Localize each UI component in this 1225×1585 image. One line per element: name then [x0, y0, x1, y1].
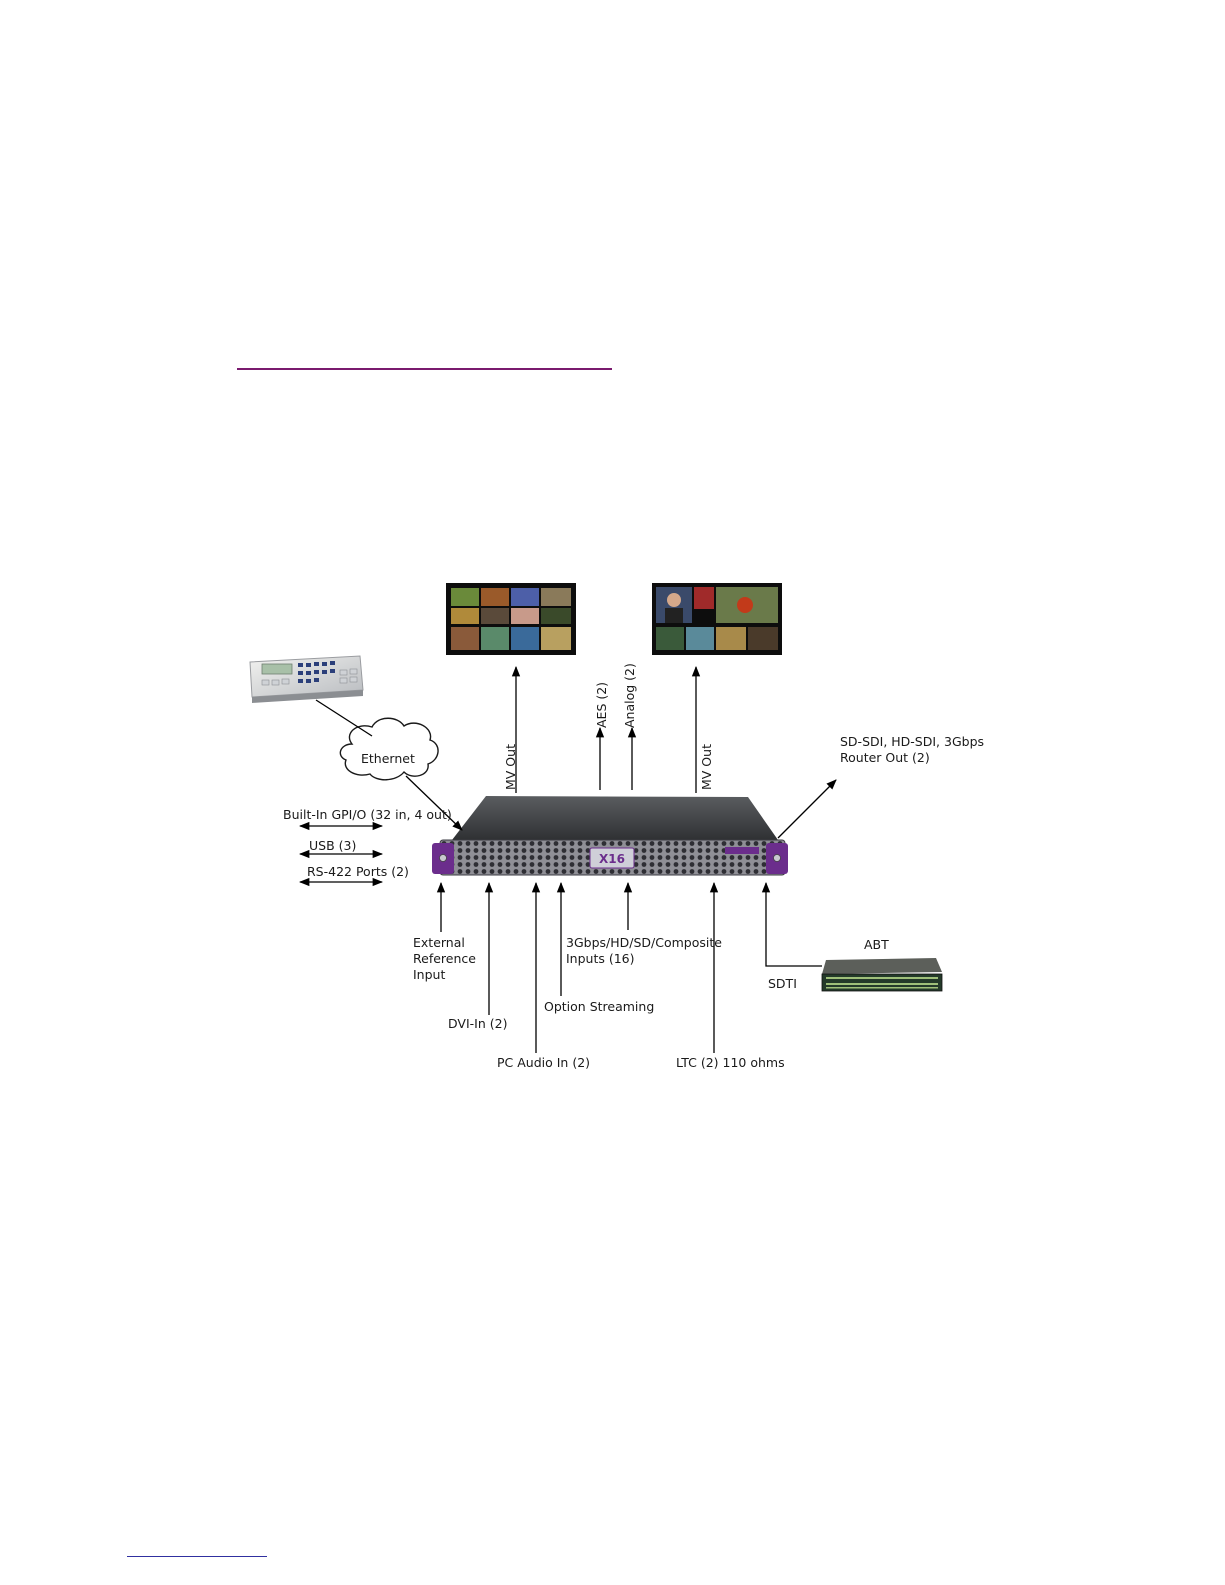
control-panel-icon [250, 656, 363, 703]
abt-label: ABT [864, 937, 889, 953]
aes-label: AES (2) [594, 682, 609, 728]
inputs-label: 3Gbps/HD/SD/Composite Inputs (16) [566, 935, 722, 967]
abt-router-icon [822, 958, 942, 991]
ltc-label: LTC (2) 110 ohms [676, 1055, 785, 1071]
rs422-label: RS-422 Ports (2) [307, 864, 409, 880]
mv-out-left-label: MV Out [503, 744, 518, 790]
dvi-in-label: DVI-In (2) [448, 1016, 507, 1032]
analog-label: Analog (2) [622, 663, 637, 728]
router-out-label: SD-SDI, HD-SDI, 3Gbps Router Out (2) [840, 734, 984, 766]
pc-audio-label: PC Audio In (2) [497, 1055, 590, 1071]
usb-label: USB (3) [309, 838, 356, 854]
inputs-line-1: 3Gbps/HD/SD/Composite [566, 935, 722, 951]
ext-ref-line-1: External [413, 935, 476, 951]
ethernet-label: Ethernet [361, 751, 415, 767]
svg-text:X16: X16 [599, 852, 625, 866]
multiviewer-monitor-icon [652, 583, 782, 655]
ext-ref-line-3: Input [413, 967, 476, 983]
multiviewer-monitor-icon [446, 583, 576, 655]
mv-out-right-label: MV Out [699, 744, 714, 790]
kaleido-x16-chassis-icon: X16 [432, 796, 788, 875]
footer-rule [127, 1556, 267, 1557]
ext-ref-label: External Reference Input [413, 935, 476, 983]
gpio-label: Built-In GPI/O (32 in, 4 out) [283, 807, 452, 823]
option-streaming-label: Option Streaming [544, 999, 654, 1015]
router-out-line-1: SD-SDI, HD-SDI, 3Gbps [840, 734, 984, 750]
ethernet-cloud-icon [340, 718, 438, 780]
sdti-label: SDTI [768, 976, 797, 992]
router-out-line-2: Router Out (2) [840, 750, 984, 766]
ext-ref-line-2: Reference [413, 951, 476, 967]
inputs-line-2: Inputs (16) [566, 951, 722, 967]
